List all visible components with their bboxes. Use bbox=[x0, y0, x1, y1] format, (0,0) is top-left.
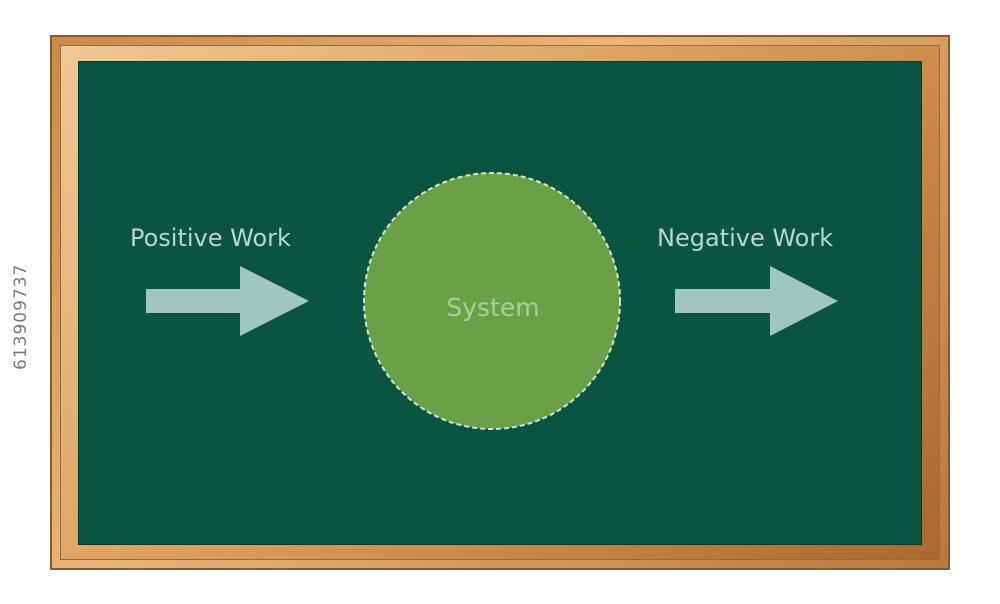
system-label: System bbox=[446, 293, 540, 322]
negative-work-label: Negative Work bbox=[657, 224, 834, 252]
right-arrow bbox=[675, 266, 838, 336]
system-circle bbox=[363, 172, 621, 430]
left-arrow bbox=[146, 266, 309, 336]
positive-work-label: Positive Work bbox=[130, 224, 291, 252]
stock-id-text: 613909737 bbox=[11, 263, 31, 370]
